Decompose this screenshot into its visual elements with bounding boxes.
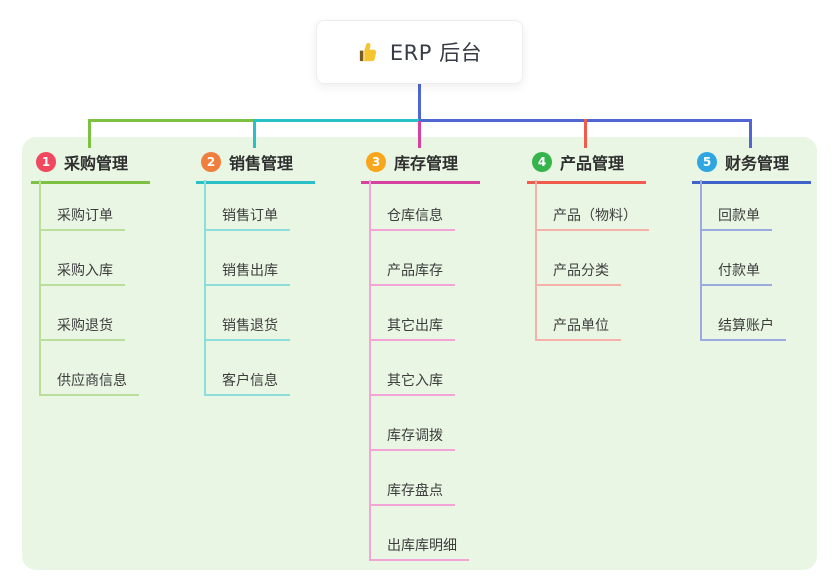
branch-title-product[interactable]: 4 产品管理 bbox=[527, 148, 646, 184]
node-item[interactable]: 采购订单 bbox=[39, 206, 125, 231]
node-item[interactable]: 采购入库 bbox=[39, 261, 125, 286]
connector-root-vertical bbox=[418, 84, 421, 120]
branch-title-label: 销售管理 bbox=[229, 154, 294, 173]
node-item[interactable]: 销售出库 bbox=[204, 261, 290, 286]
connector-horizontal-teal bbox=[254, 119, 420, 122]
node-item[interactable]: 结算账户 bbox=[700, 316, 786, 341]
node-item[interactable]: 销售订单 bbox=[204, 206, 290, 231]
connector-drop-branch3 bbox=[418, 121, 421, 148]
branch-trunk-line bbox=[204, 180, 206, 396]
branch-title-finance[interactable]: 5 财务管理 bbox=[692, 148, 811, 184]
node-item[interactable]: 回款单 bbox=[700, 206, 772, 231]
branch-title-label: 库存管理 bbox=[394, 154, 459, 173]
connector-drop-branch1 bbox=[88, 119, 91, 148]
node-item[interactable]: 出库库明细 bbox=[369, 536, 469, 561]
root-node[interactable]: ERP 后台 bbox=[316, 20, 523, 84]
connector-horizontal-green bbox=[88, 119, 255, 122]
node-item[interactable]: 库存调拨 bbox=[369, 426, 455, 451]
node-item[interactable]: 销售退货 bbox=[204, 316, 290, 341]
node-item[interactable]: 客户信息 bbox=[204, 371, 290, 396]
node-item[interactable]: 库存盘点 bbox=[369, 481, 455, 506]
node-item[interactable]: 产品（物料） bbox=[535, 206, 649, 231]
branch-number-badge: 2 bbox=[201, 152, 221, 172]
node-item[interactable]: 仓库信息 bbox=[369, 206, 455, 231]
node-item[interactable]: 采购退货 bbox=[39, 316, 125, 341]
node-item[interactable]: 其它入库 bbox=[369, 371, 455, 396]
branch-title-purchase[interactable]: 1 采购管理 bbox=[31, 148, 150, 184]
branch-number-badge: 5 bbox=[697, 152, 717, 172]
connector-drop-branch5 bbox=[749, 119, 752, 148]
node-item[interactable]: 产品分类 bbox=[535, 261, 621, 286]
node-item[interactable]: 产品单位 bbox=[535, 316, 621, 341]
connector-drop-branch4 bbox=[584, 119, 587, 148]
branch-number-badge: 1 bbox=[36, 152, 56, 172]
node-item[interactable]: 产品库存 bbox=[369, 261, 455, 286]
node-item[interactable]: 供应商信息 bbox=[39, 371, 139, 396]
branch-number-badge: 4 bbox=[532, 152, 552, 172]
branch-title-inventory[interactable]: 3 库存管理 bbox=[361, 148, 480, 184]
background-panel bbox=[22, 137, 817, 570]
branch-title-label: 采购管理 bbox=[64, 154, 129, 173]
thumbs-up-icon bbox=[357, 41, 380, 64]
branch-trunk-line bbox=[39, 180, 41, 396]
root-node-label: ERP 后台 bbox=[389, 41, 483, 65]
branch-title-sales[interactable]: 2 销售管理 bbox=[196, 148, 315, 184]
branch-trunk-line bbox=[369, 180, 371, 561]
branch-title-label: 产品管理 bbox=[560, 154, 625, 173]
node-item[interactable]: 其它出库 bbox=[369, 316, 455, 341]
branch-trunk-line bbox=[700, 180, 702, 341]
branch-number-badge: 3 bbox=[366, 152, 386, 172]
connector-drop-branch2 bbox=[253, 119, 256, 148]
branch-title-label: 财务管理 bbox=[725, 154, 790, 173]
branch-trunk-line bbox=[535, 180, 537, 341]
node-item[interactable]: 付款单 bbox=[700, 261, 772, 286]
